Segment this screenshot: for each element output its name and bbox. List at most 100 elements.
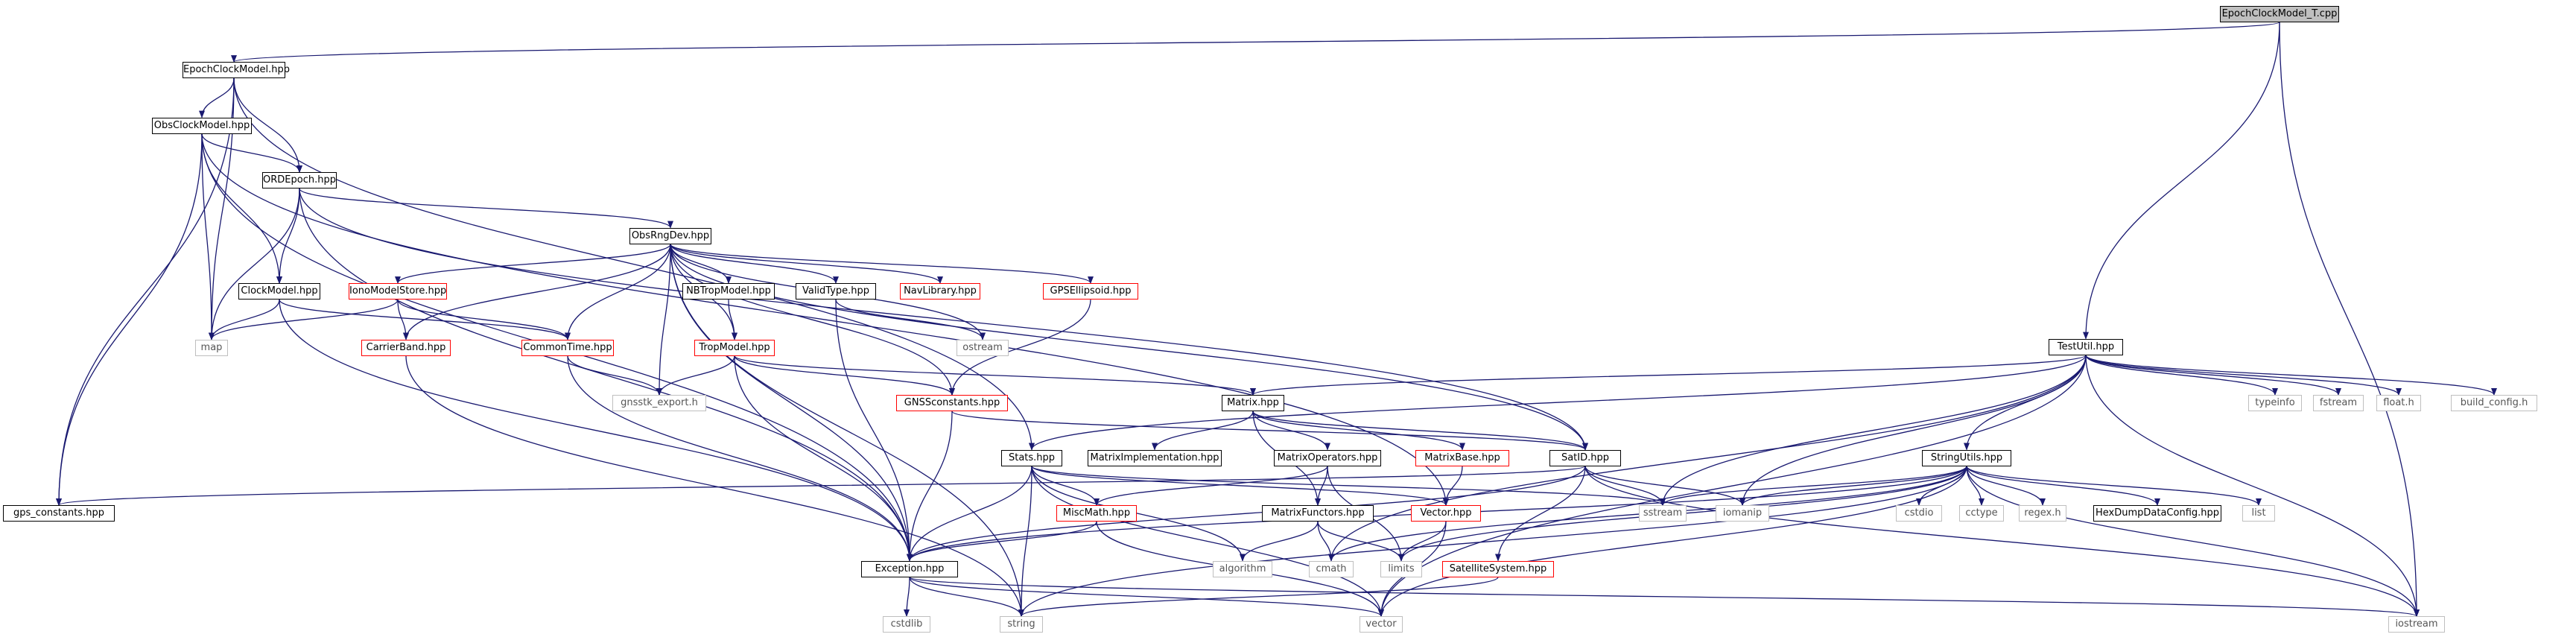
node-string: string bbox=[1000, 616, 1043, 633]
edge-epochclockmodel-t-cpp-to-testutil-hpp bbox=[2083, 22, 2280, 340]
edge-obsrngdev-hpp-to-carrierband-hpp bbox=[403, 244, 671, 340]
edge-stringutils-hpp-to-iomanip bbox=[1739, 466, 1967, 507]
node-list: list bbox=[2242, 505, 2275, 522]
node-stats-hpp[interactable]: Stats.hpp bbox=[1001, 449, 1062, 466]
edge-epochclockmodel-hpp-to-obsclockmodel-hpp bbox=[199, 78, 235, 118]
node-cctype: cctype bbox=[1959, 505, 2004, 522]
node-navlibrary-hpp[interactable]: NavLibrary.hpp bbox=[900, 283, 980, 300]
edge-commontime-hpp-to-exception-hpp bbox=[567, 355, 913, 562]
edge-ordepoch-hpp-to-satid-hpp bbox=[299, 188, 1588, 451]
edge-stringutils-hpp-to-hexdumpdataconfig-hpp bbox=[1966, 466, 2160, 507]
node-vector-hpp[interactable]: Vector.hpp bbox=[1411, 505, 1481, 522]
node-gpsellipsoid-hpp[interactable]: GPSEllipsoid.hpp bbox=[1043, 283, 1138, 300]
edge-satid-hpp-to-satellitesystem-hpp bbox=[1495, 466, 1586, 562]
edge-clockmodel-hpp-to-commontime-hpp bbox=[279, 299, 571, 340]
node-gnssconstants-hpp[interactable]: GNSSconstants.hpp bbox=[896, 395, 1008, 412]
edge-validtype-hpp-to-ostream bbox=[835, 299, 986, 340]
edge-epochclockmodel-hpp-to-ordepoch-hpp bbox=[233, 78, 302, 174]
edge-ionomodelstore-hpp-to-commontime-hpp bbox=[397, 299, 571, 340]
node-typeinfo: typeinfo bbox=[2248, 395, 2302, 412]
edge-validtype-hpp-to-exception-hpp bbox=[835, 300, 913, 562]
edge-ionomodelstore-hpp-to-carrierband-hpp bbox=[397, 300, 409, 340]
node-epochclockmodel-hpp[interactable]: EpochClockModel.hpp bbox=[183, 62, 290, 79]
edge-obsrngdev-hpp-to-commontime-hpp bbox=[565, 244, 671, 340]
node-testutil-hpp[interactable]: TestUtil.hpp bbox=[2049, 338, 2123, 355]
node-epochclockmodel-t-cpp[interactable]: EpochClockModel_T.cpp bbox=[2220, 5, 2339, 22]
edge-obsrngdev-hpp-to-string bbox=[670, 244, 1024, 618]
edge-stringutils-hpp-to-vector bbox=[1378, 466, 1967, 618]
edge-stringutils-hpp-to-regex-h bbox=[1966, 466, 2046, 507]
edge-obsrngdev-hpp-to-satid-hpp bbox=[670, 244, 1588, 451]
node-obsclockmodel-hpp[interactable]: ObsClockModel.hpp bbox=[152, 117, 252, 134]
node-stringutils-hpp[interactable]: StringUtils.hpp bbox=[1922, 449, 2011, 466]
edge-testutil-hpp-to-fstream bbox=[2085, 355, 2341, 396]
node-limits: limits bbox=[1380, 560, 1422, 577]
node-miscmath-hpp[interactable]: MiscMath.hpp bbox=[1056, 505, 1137, 522]
edge-matrixfunctors-hpp-to-limits bbox=[1317, 521, 1404, 562]
node-float-h: float.h bbox=[2376, 395, 2421, 412]
edge-obsrngdev-hpp-to-ionomodelstore-hpp bbox=[395, 244, 671, 285]
node-matriximplementation-hpp[interactable]: MatrixImplementation.hpp bbox=[1088, 449, 1222, 466]
edge-obsrngdev-hpp-to-gpsellipsoid-hpp bbox=[670, 244, 1094, 285]
edge-obsclockmodel-hpp-to-vector-hpp bbox=[201, 133, 1449, 507]
node-exception-hpp[interactable]: Exception.hpp bbox=[861, 560, 958, 577]
edge-stats-hpp-to-string bbox=[1018, 466, 1032, 618]
edge-clockmodel-hpp-to-map bbox=[209, 299, 280, 340]
edge-satid-hpp-to-exception-hpp bbox=[907, 466, 1586, 562]
node-clockmodel-hpp[interactable]: ClockModel.hpp bbox=[238, 283, 320, 300]
node-matrixfunctors-hpp[interactable]: MatrixFunctors.hpp bbox=[1262, 505, 1374, 522]
edge-commontime-hpp-to-gnsstk-export-h bbox=[567, 355, 662, 396]
edge-testutil-hpp-to-stringutils-hpp bbox=[1964, 355, 2087, 451]
edge-matrixoperators-hpp-to-miscmath-hpp bbox=[1094, 466, 1328, 507]
edge-matrixoperators-hpp-to-matrixfunctors-hpp bbox=[1315, 466, 1328, 507]
node-matrix-hpp[interactable]: Matrix.hpp bbox=[1222, 395, 1284, 412]
edge-matrix-hpp-to-matriximplementation-hpp bbox=[1152, 411, 1254, 451]
edge-exception-hpp-to-string bbox=[909, 577, 1024, 618]
edge-epochclockmodel-hpp-to-stats-hpp bbox=[233, 78, 1035, 451]
edge-obsrngdev-hpp-to-gnssconstants-hpp bbox=[670, 244, 955, 396]
edge-testutil-hpp-to-sstream bbox=[1660, 355, 2087, 507]
node-gnsstk-export-h: gnsstk_export.h bbox=[612, 395, 706, 412]
node-obsrngdev-hpp[interactable]: ObsRngDev.hpp bbox=[629, 227, 711, 244]
node-matrixbase-hpp[interactable]: MatrixBase.hpp bbox=[1415, 449, 1509, 466]
edge-epochclockmodel-t-cpp-to-epochclockmodel-hpp bbox=[231, 22, 2280, 63]
edge-satid-hpp-to-iostream bbox=[1584, 466, 2420, 618]
node-validtype-hpp[interactable]: ValidType.hpp bbox=[796, 283, 876, 300]
edge-troptype-hpp-to-exception-hpp bbox=[734, 355, 913, 562]
node-troptype-hpp[interactable]: TropModel.hpp bbox=[694, 339, 775, 356]
edge-obsrngdev-hpp-to-gnsstk-export-h bbox=[656, 244, 671, 396]
edge-carrierband-hpp-to-string bbox=[405, 355, 1024, 618]
edge-troptype-hpp-to-matrix-hpp bbox=[734, 355, 1256, 396]
node-ionomodelstore-hpp[interactable]: IonoModelStore.hpp bbox=[349, 283, 447, 300]
node-ostream: ostream bbox=[957, 339, 1009, 356]
node-nbtropmodel-hpp[interactable]: NBTropModel.hpp bbox=[682, 283, 775, 300]
node-carrierband-hpp[interactable]: CarrierBand.hpp bbox=[361, 339, 451, 356]
node-ordepoch-hpp[interactable]: ORDEpoch.hpp bbox=[262, 172, 337, 189]
edge-stringutils-hpp-to-sstream bbox=[1660, 466, 1967, 507]
node-matrixoperators-hpp[interactable]: MatrixOperators.hpp bbox=[1274, 449, 1381, 466]
node-satellitesystem-hpp[interactable]: SatelliteSystem.hpp bbox=[1442, 560, 1554, 577]
node-gps-constants-hpp[interactable]: gps_constants.hpp bbox=[3, 505, 115, 522]
node-commontime-hpp[interactable]: CommonTime.hpp bbox=[521, 339, 614, 356]
edge-stats-hpp-to-vector bbox=[1031, 466, 1384, 618]
edge-testutil-hpp-to-iostream bbox=[2085, 355, 2420, 618]
edge-stringutils-hpp-to-iostream bbox=[1966, 466, 2420, 618]
edge-matrix-hpp-to-matrixoperators-hpp bbox=[1252, 411, 1330, 451]
edge-testutil-hpp-to-float-h bbox=[2085, 355, 2402, 396]
node-iomanip: iomanip bbox=[1716, 505, 1769, 522]
edge-clockmodel-hpp-to-exception-hpp bbox=[279, 300, 913, 562]
edge-epochclockmodel-t-cpp-to-iostream bbox=[2279, 22, 2420, 618]
node-map: map bbox=[195, 339, 228, 356]
node-hexdumpdataconfig-hpp[interactable]: HexDumpDataConfig.hpp bbox=[2093, 505, 2221, 522]
edge-satid-hpp-to-gps-constants-hpp bbox=[56, 465, 1586, 507]
node-build-config-h: build_config.h bbox=[2451, 395, 2537, 412]
edge-ordepoch-hpp-to-exception-hpp bbox=[299, 188, 913, 562]
edge-ordepoch-hpp-to-clockmodel-hpp bbox=[276, 188, 300, 285]
node-cstdio: cstdio bbox=[1896, 505, 1942, 522]
node-satid-hpp[interactable]: SatID.hpp bbox=[1549, 449, 1621, 466]
edge-ionomodelstore-hpp-to-map bbox=[209, 299, 399, 340]
edge-testutil-hpp-to-typeinfo bbox=[2085, 355, 2278, 396]
edge-matrixfunctors-hpp-to-algorithm bbox=[1240, 521, 1319, 562]
edge-obsrngdev-hpp-to-navlibrary-hpp bbox=[670, 244, 943, 285]
